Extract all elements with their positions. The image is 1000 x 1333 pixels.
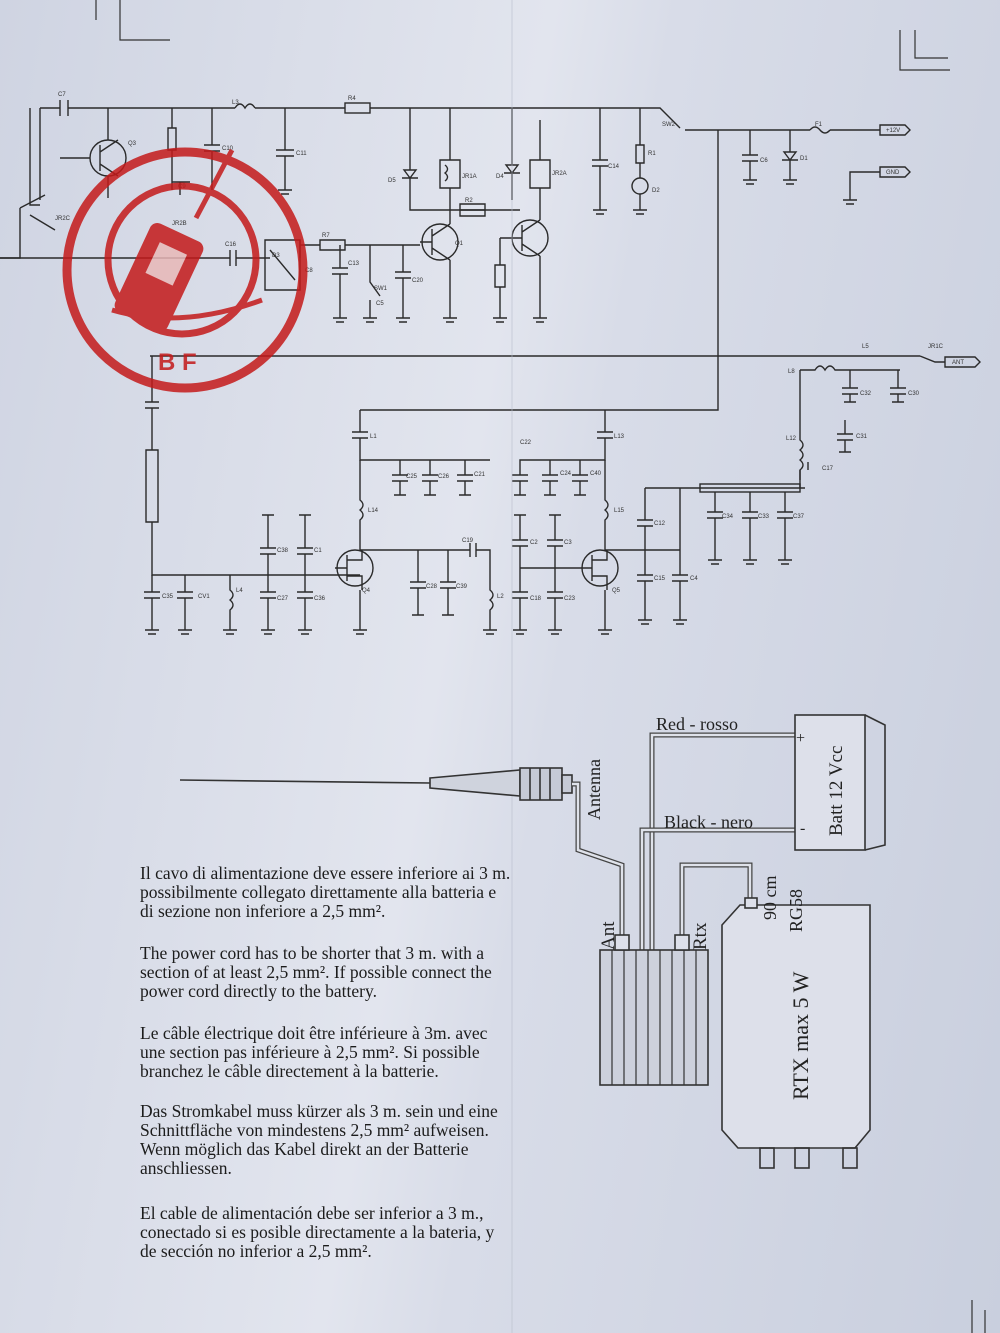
battery-plus: + — [796, 730, 806, 747]
walkie-talkie-icon — [114, 148, 235, 332]
ref-JR1A: JR1A — [462, 174, 477, 180]
wiring-diagram — [179, 714, 886, 1169]
ref-L14: L14 — [368, 508, 379, 514]
ref-D4: D4 — [496, 174, 504, 180]
ref-C3: C3 — [564, 540, 572, 546]
ref-C18: C18 — [530, 596, 542, 602]
ref-C28: C28 — [426, 584, 438, 590]
stamp-letters: B F — [158, 349, 197, 376]
note-english: The power cord has to be shorter that 3 … — [140, 943, 492, 1001]
ref-L13: L13 — [614, 434, 625, 440]
ref-C13: C13 — [348, 261, 360, 267]
ref-C8: C8 — [305, 268, 313, 274]
ref-R1: R1 — [648, 151, 656, 157]
ref-L8: L8 — [788, 369, 795, 375]
ref-L4: L4 — [236, 588, 243, 594]
ref-C38: C38 — [277, 548, 289, 554]
ref-C7: C7 — [58, 92, 66, 98]
ref-C35: C35 — [162, 594, 174, 600]
ref-Q5: Q5 — [612, 588, 621, 594]
ref-C33: C33 — [758, 514, 770, 520]
ref-C11: C11 — [296, 151, 307, 157]
ref-L5: L5 — [862, 344, 869, 350]
ref-L2: L2 — [497, 594, 504, 600]
ref-C39: C39 — [456, 584, 468, 590]
cable-length-label: 90 cm — [760, 875, 780, 921]
ref-C1: C1 — [314, 548, 322, 554]
terminal-gnd: GND — [886, 170, 900, 176]
note-german: Das Stromkabel muss kürzer als 3 m. sein… — [140, 1101, 498, 1178]
ref-C34: C34 — [722, 514, 734, 520]
ref-R7: R7 — [322, 233, 330, 239]
ref-C17: C17 — [822, 466, 834, 472]
bf-stamp: B F — [62, 147, 308, 393]
ref-D3: D3 — [272, 253, 280, 259]
ref-C36: C36 — [314, 596, 326, 602]
ref-C26: C26 — [438, 474, 450, 480]
ref-SW2: SW2 — [662, 122, 676, 128]
note-french: Le câble électrique doit être inférieure… — [140, 1023, 488, 1081]
ref-D2: D2 — [652, 188, 660, 194]
ref-C24: C24 — [560, 471, 572, 477]
battery-minus: - — [800, 820, 806, 837]
ref-C2: C2 — [530, 540, 538, 546]
ref-C20: C20 — [412, 278, 424, 284]
red-wire-label: Red - rosso — [656, 714, 738, 734]
ref-L15: L15 — [614, 508, 625, 514]
terminal-12v: +12V — [886, 128, 900, 134]
ant-port-label: Ant — [598, 921, 619, 951]
ref-Q3: Q3 — [128, 141, 137, 147]
ref-JR2B: JR2B — [172, 221, 187, 227]
ref-C15: C15 — [654, 576, 666, 582]
antenna-label: Antenna — [584, 759, 604, 820]
ref-Q4: Q4 — [362, 588, 371, 594]
radio-label: RTX max 5 W — [788, 971, 813, 1100]
ref-R2: R2 — [465, 198, 473, 204]
terminal-ant: ANT — [952, 360, 964, 366]
ref-JR2A: JR2A — [552, 171, 567, 177]
ref-C10: C10 — [222, 146, 234, 152]
ref-F1: F1 — [815, 122, 823, 128]
ref-C31: C31 — [856, 434, 868, 440]
ref-Q1: Q1 — [455, 241, 464, 247]
black-wire-label: Black - nero — [664, 812, 753, 832]
ref-C22: C22 — [520, 440, 532, 446]
ref-C12: C12 — [654, 521, 666, 527]
rtx-port-label: Rtx — [690, 922, 711, 950]
ref-C37: C37 — [793, 514, 805, 520]
ref-JR2C: JR2C — [55, 216, 71, 222]
ref-R4: R4 — [348, 96, 356, 102]
battery-label: Batt 12 Vcc — [826, 745, 847, 836]
note-italian: Il cavo di alimentazione deve essere inf… — [140, 863, 511, 921]
ref-C40: C40 — [590, 471, 602, 477]
ref-C21: C21 — [474, 472, 486, 478]
ref-C5: C5 — [376, 301, 384, 307]
ref-C14: C14 — [608, 164, 620, 170]
ref-C19: C19 — [462, 538, 474, 544]
ref-C16: C16 — [225, 242, 237, 248]
ref-SW1: SW1 — [374, 286, 388, 292]
ref-L12: L12 — [786, 436, 797, 442]
ref-L3: L3 — [232, 100, 239, 106]
ref-C32: C32 — [860, 391, 872, 397]
ref-D5: D5 — [388, 178, 396, 184]
ref-C27: C27 — [277, 596, 289, 602]
ref-D1: D1 — [800, 156, 808, 162]
ref-C6: C6 — [760, 158, 768, 164]
ref-JR1C: JR1C — [928, 344, 944, 350]
ref-C30: C30 — [908, 391, 920, 397]
cable-type-label: RG58 — [786, 888, 806, 932]
ref-L1: L1 — [370, 434, 377, 440]
note-spanish: El cable de alimentación debe ser inferi… — [140, 1203, 495, 1261]
ref-C23: C23 — [564, 596, 576, 602]
ref-CV1: CV1 — [198, 594, 210, 600]
ref-C4: C4 — [690, 576, 698, 582]
ref-C25: C25 — [406, 474, 418, 480]
